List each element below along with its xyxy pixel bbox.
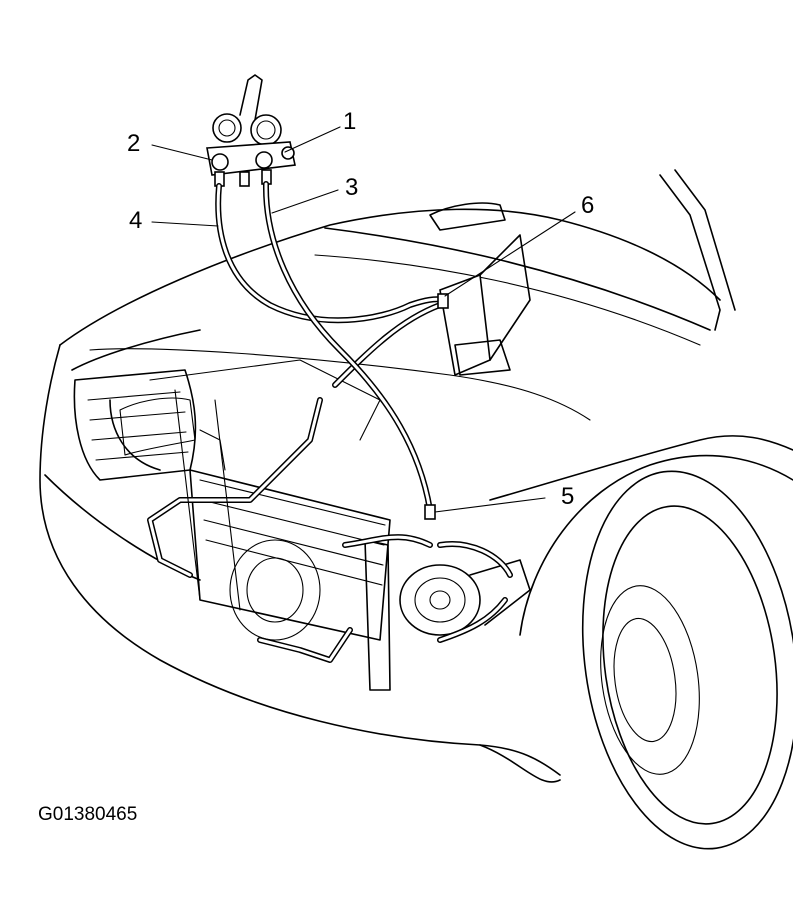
manifold-gauge-set: [206, 74, 296, 187]
callout-4: 4: [129, 207, 143, 234]
callout-2: 2: [127, 130, 141, 157]
callout-5: 5: [561, 483, 575, 510]
callout-3: 3: [345, 174, 359, 201]
engine-bay: [89, 202, 591, 691]
callout-6: 6: [581, 192, 595, 219]
high-side-service-valve: [424, 504, 436, 520]
vehicle-body: [39, 169, 793, 850]
charging-hoses: [215, 181, 449, 520]
low-side-service-valve: [437, 293, 449, 309]
callout-1: 1: [343, 108, 357, 135]
figure-id: G01380465: [38, 804, 138, 825]
leader-lines: [151, 126, 576, 513]
